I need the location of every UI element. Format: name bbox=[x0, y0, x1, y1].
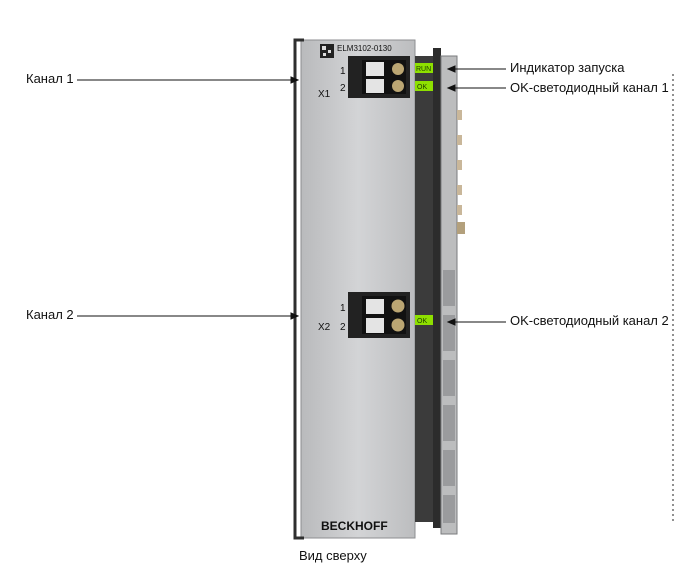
ok-led-channel-1-label: OK-светодиодный канал 1 bbox=[510, 80, 669, 95]
brand-logo: BECKHOFF bbox=[321, 519, 388, 533]
qr-code bbox=[320, 44, 334, 58]
top-view-caption: Вид сверху bbox=[299, 548, 367, 563]
model-text: ELM3102-0130 bbox=[337, 44, 392, 53]
connector-x1[interactable] bbox=[348, 56, 410, 98]
connector-x2[interactable] bbox=[348, 292, 410, 338]
led-ok-text: OK bbox=[417, 84, 427, 91]
pin-2-label: 2 bbox=[340, 83, 346, 94]
pin-1-label: 1 bbox=[340, 66, 346, 77]
ok-led-1 bbox=[415, 81, 433, 91]
run-indicator-label: Индикатор запуска bbox=[510, 60, 625, 75]
connector-x2-label: X2 bbox=[318, 322, 331, 333]
bus-tabs bbox=[457, 110, 465, 234]
channel-1-label: Канал 1 bbox=[26, 71, 74, 86]
module-housing bbox=[300, 39, 416, 539]
run-led bbox=[415, 63, 433, 73]
ok-led-channel-2-label: OK-светодиодный канал 2 bbox=[510, 313, 669, 328]
led-run-text: RUN bbox=[416, 66, 431, 73]
left-bracket bbox=[293, 38, 304, 540]
terminal-strip bbox=[415, 56, 437, 522]
connector-x1-label: X1 bbox=[318, 89, 331, 100]
pin-2-label-x2: 2 bbox=[340, 322, 346, 333]
leader-lines bbox=[77, 65, 506, 326]
led-ok-text-2: OK bbox=[417, 318, 427, 325]
pin-1-label-x2: 1 bbox=[340, 303, 346, 314]
channel-2-label: Канал 2 bbox=[26, 307, 74, 322]
ok-led-2 bbox=[415, 315, 433, 325]
